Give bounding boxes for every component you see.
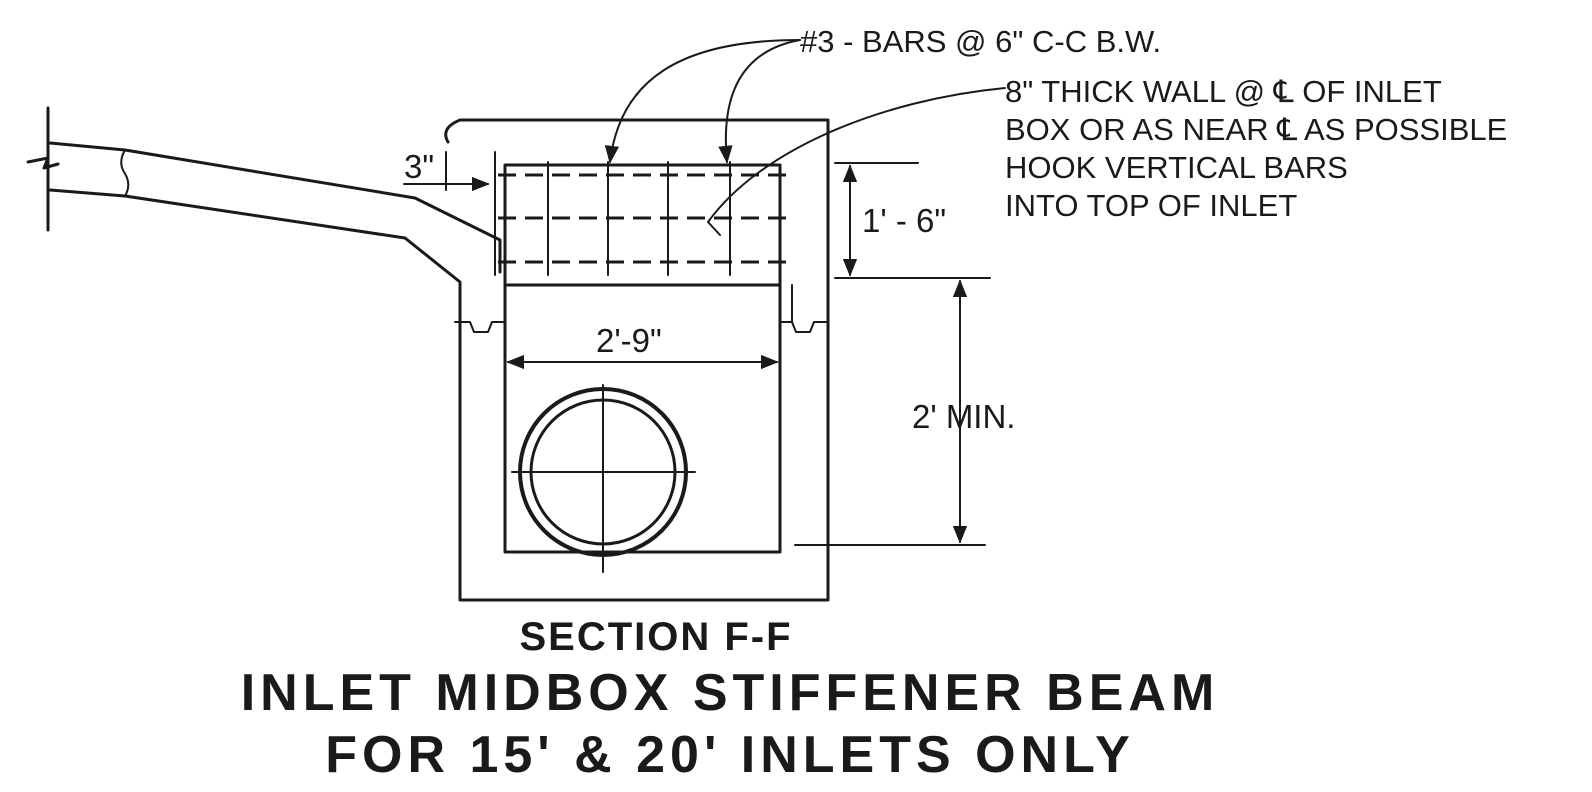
bars-callout: #3 - BARS @ 6" C-C B.W. xyxy=(800,24,1161,59)
beam-height-dimension: 1' - 6" xyxy=(862,202,946,239)
dimension-lines xyxy=(403,151,991,546)
cover-dimension: 3" xyxy=(404,148,434,185)
min-depth-dimension: 2' MIN. xyxy=(912,398,1015,435)
drawing-title-line2: FOR 15' & 20' INLETS ONLY xyxy=(325,726,1135,784)
section-title: SECTION F-F xyxy=(519,615,792,659)
wall-callout-line1: 8" THICK WALL @ ℄ OF INLET xyxy=(1005,74,1442,109)
inner-width-dimension: 2'-9" xyxy=(596,322,662,359)
hook-callout-line1: HOOK VERTICAL BARS xyxy=(1005,150,1348,185)
pipe xyxy=(511,384,696,573)
hook-callout-line2: INTO TOP OF INLET xyxy=(1005,188,1297,223)
wall-callout-line2: BOX OR AS NEAR ℄ AS POSSIBLE xyxy=(1005,112,1507,147)
leader-lines xyxy=(604,39,1006,236)
inlet-box xyxy=(444,118,830,602)
drawing-title-line1: INLET MIDBOX STIFFENER BEAM xyxy=(241,664,1220,722)
road-slab xyxy=(26,106,502,337)
reinforcement-bars xyxy=(494,151,795,276)
